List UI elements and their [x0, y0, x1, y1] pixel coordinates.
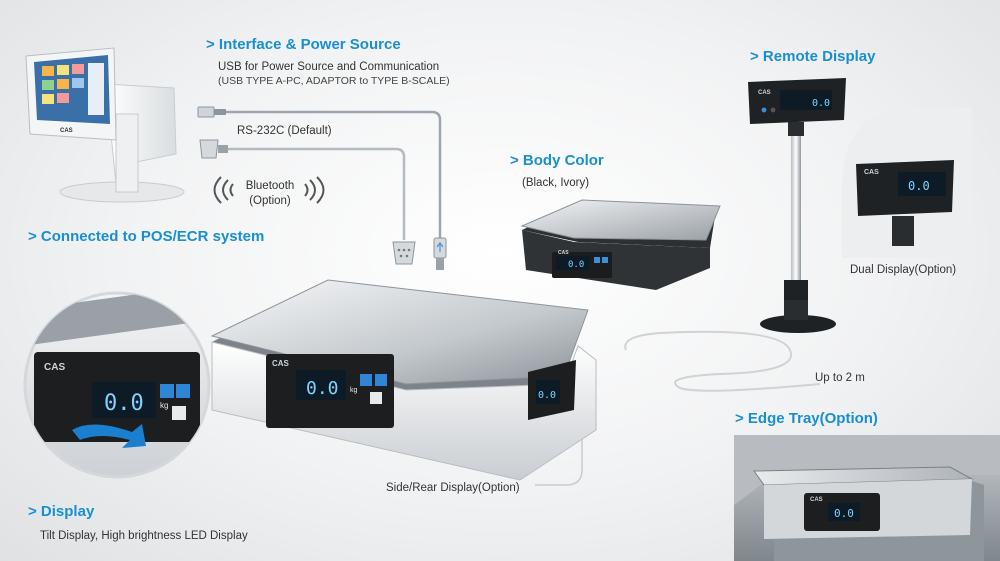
pos-heading: > Connected to POS/ECR system — [28, 228, 265, 245]
edge-tray-photo: CAS 0.0 — [734, 435, 1000, 561]
main-scale-image: CAS 0.0 kg 0.0 — [210, 279, 597, 481]
body-color-heading: > Body Color — [510, 152, 604, 169]
main-scale-reading: 0.0 — [306, 378, 339, 399]
zoom-display-brand: CAS — [44, 362, 65, 373]
bluetooth-wave-left-icon — [213, 176, 234, 204]
side-rear-display-label: Side/Rear Display(Option) — [386, 482, 520, 494]
main-scale-brand: CAS — [272, 359, 290, 368]
distance-label: Up to 2 m — [815, 372, 865, 384]
dual-display-brand: CAS — [864, 169, 879, 176]
zoom-display-reading: 0.0 — [104, 391, 144, 416]
body-color-options: (Black, Ivory) — [522, 177, 590, 189]
side-display-leader — [535, 430, 583, 486]
usb-plug-icon — [197, 106, 226, 118]
svg-text:CAS: CAS — [60, 128, 73, 134]
rs232-label: RS-232C (Default) — [237, 125, 332, 137]
bluetooth-wave-right-icon — [304, 176, 325, 204]
body-color-scale-image: CAS 0.0 — [520, 199, 721, 290]
rs232-connector-icon — [392, 241, 416, 265]
body-color-scale-reading: 0.0 — [568, 260, 584, 270]
tilt-display-zoom-image: CAS 0.0 kg — [23, 291, 211, 479]
tilt-arrow-icon — [72, 424, 146, 448]
dual-display-inset-image: CAS 0.0 — [842, 108, 972, 258]
interface-line-1: USB for Power Source and Communication — [218, 61, 440, 73]
usb-cable — [226, 110, 442, 240]
display-heading: > Display — [28, 503, 95, 520]
rs232-cable — [228, 147, 406, 240]
usb-connector-icon — [433, 237, 447, 270]
remote-display-heading: > Remote Display — [750, 48, 876, 65]
remote-display-cable — [624, 330, 821, 392]
edge-tray-brand: CAS — [810, 497, 823, 503]
remote-display-brand: CAS — [758, 90, 771, 96]
remote-display-reading: 0.0 — [812, 98, 830, 109]
remote-display-pole-image: CAS 0.0 — [748, 78, 846, 333]
interface-line-2: (USB TYPE A-PC, ADAPTOR to TYPE B-SCALE) — [218, 75, 450, 87]
interface-power-heading: > Interface & Power Source — [206, 36, 401, 53]
body-color-scale-brand: CAS — [558, 250, 569, 256]
pos-terminal-image: CAS — [25, 47, 185, 203]
main-scale-unit: kg — [350, 387, 358, 394]
dual-display-reading: 0.0 — [908, 179, 930, 193]
display-description: Tilt Display, High brightness LED Displa… — [40, 530, 248, 542]
edge-tray-reading: 0.0 — [834, 507, 854, 520]
rs232-plug-icon — [199, 139, 228, 159]
edge-tray-heading: > Edge Tray(Option) — [735, 410, 878, 427]
bluetooth-option-label: (Option) — [249, 195, 291, 207]
zoom-display-unit: kg — [160, 401, 168, 410]
side-display-reading: 0.0 — [538, 390, 556, 401]
dual-display-label: Dual Display(Option) — [850, 264, 957, 276]
bluetooth-label: Bluetooth — [245, 180, 295, 192]
